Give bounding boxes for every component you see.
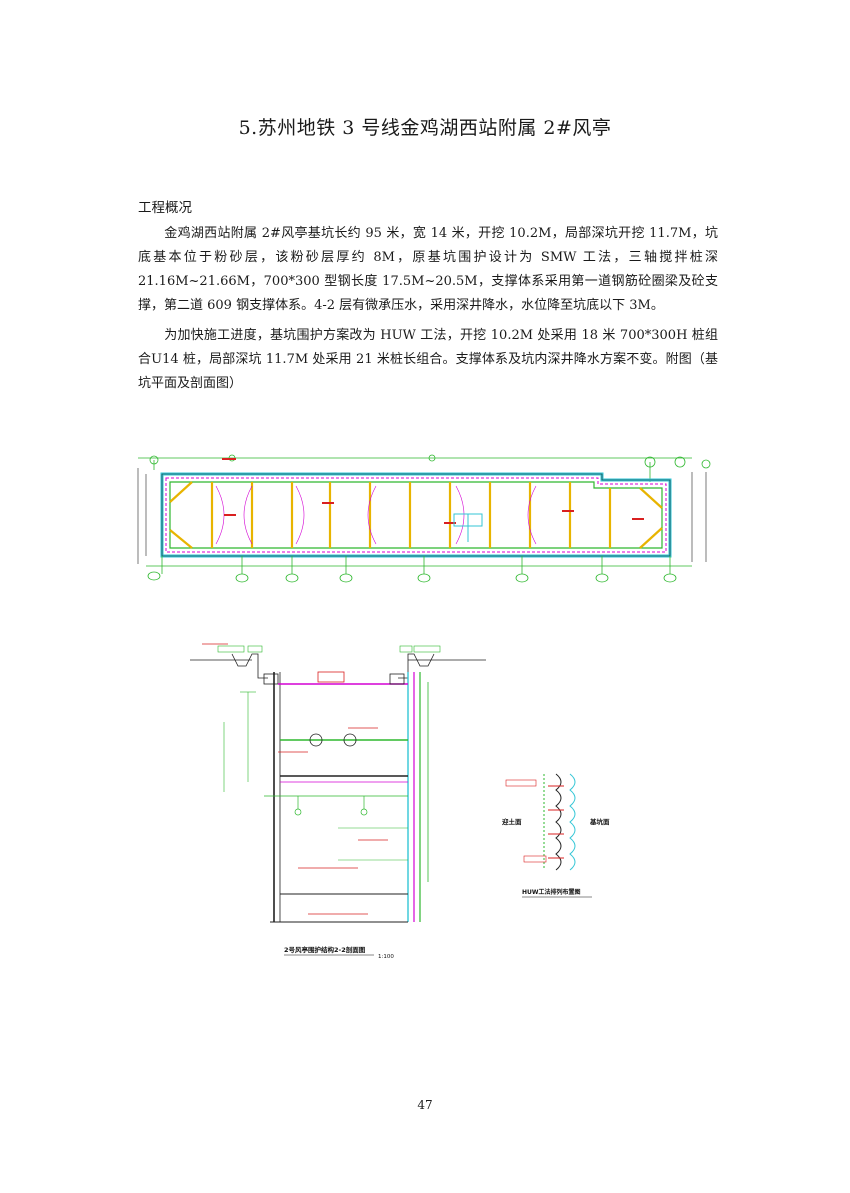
pit-plan-svg — [137, 454, 711, 583]
pit-plan-drawing — [132, 452, 714, 588]
huw-piles — [543, 773, 576, 871]
section-ground-lines — [190, 653, 486, 679]
section-2-2-svg: 2号风亭围护结构2-2剖面图 1:100 — [190, 643, 486, 960]
section-elevation-leaders — [202, 643, 388, 915]
huw-labels-boxes — [505, 779, 547, 863]
section-drill-points — [294, 796, 368, 816]
plan-retaining-wall — [160, 472, 672, 558]
paragraph-scheme-text: 为加快施工进度，基坑围护方案改为 HUW 工法，开挖 10.2M 处采用 18 … — [138, 328, 718, 391]
page-number: 47 — [417, 1098, 433, 1112]
paragraph-overview-text: 金鸡湖西站附属 2#风亭基坑长约 95 米，宽 14 米，开挖 10.2M，局部… — [138, 226, 718, 313]
huw-soil-side-label: 迎土面 — [502, 817, 522, 826]
plan-red-marks — [222, 458, 644, 524]
plan-struts — [169, 481, 663, 549]
section-elevation-marks — [223, 691, 408, 861]
huw-pit-side-label: 基坑面 — [589, 817, 610, 826]
huw-arrangement-svg: 迎土面 基坑面 HUW工法排列布置图 — [502, 773, 610, 898]
paragraph-scheme: 为加快施工进度，基坑围护方案改为 HUW 工法，开挖 10.2M 处采用 18 … — [138, 324, 718, 396]
section-retaining-piles — [273, 672, 429, 922]
plan-left-edge-markers — [137, 468, 707, 564]
section-heading: 工程概况 — [138, 200, 192, 216]
page-title: 5.苏州地铁 3 号线金鸡湖西站附属 2#风亭 — [238, 117, 612, 139]
section-caption: 2号风亭围护结构2-2剖面图 — [284, 945, 366, 954]
plan-diagonal-braces — [215, 485, 537, 545]
plan-bottom-axis-markers — [146, 556, 692, 583]
section-2-2-drawing: 2号风亭围护结构2-2剖面图 1:100 — [188, 632, 490, 968]
section-top-dims — [217, 645, 441, 653]
section-top-strut — [263, 671, 408, 685]
section-second-strut — [264, 733, 408, 797]
plan-inner-detail — [453, 513, 483, 542]
huw-caption: HUW工法排列布置图 — [522, 888, 581, 896]
section-scale: 1:100 — [378, 954, 394, 960]
section-pit-floor — [270, 893, 408, 923]
huw-arrangement-drawing: 迎土面 基坑面 HUW工法排列布置图 — [494, 764, 618, 910]
paragraph-overview: 金鸡湖西站附属 2#风亭基坑长约 95 米，宽 14 米，开挖 10.2M，局部… — [138, 222, 718, 318]
